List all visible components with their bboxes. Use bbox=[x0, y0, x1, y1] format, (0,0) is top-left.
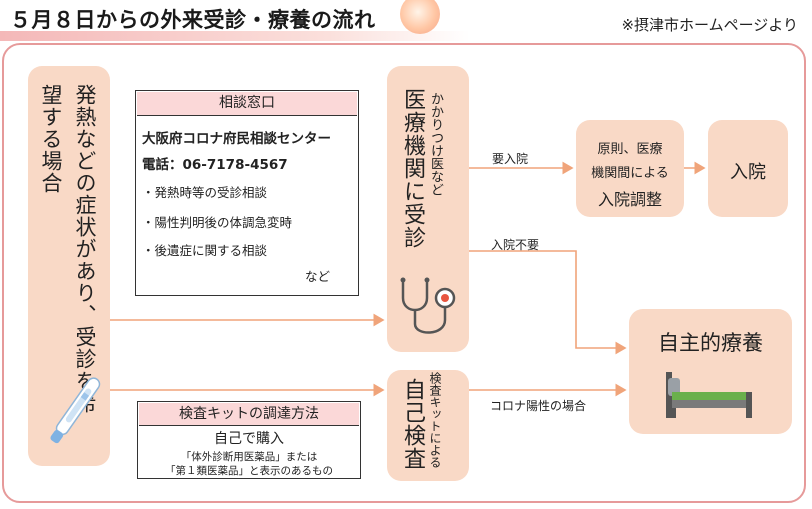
self-test-subtitle: 検査キットによる bbox=[428, 372, 442, 468]
home-care-text: 自主的療養 bbox=[658, 331, 763, 355]
consultation-header: 相談窓口 bbox=[137, 92, 357, 116]
flow-frame bbox=[2, 43, 806, 503]
title-underline bbox=[0, 31, 470, 41]
medical-visit-box bbox=[387, 66, 469, 352]
test-kit-condition: 「第１類医薬品」と表示のあるもの bbox=[165, 465, 333, 477]
medical-visit-title: 医療機関に受診 bbox=[400, 88, 425, 249]
bed-icon bbox=[666, 372, 752, 418]
admission-box bbox=[708, 120, 788, 217]
admission-adjustment-title: 入院調整 bbox=[597, 190, 662, 209]
page-title: ５月８日からの外来受診・療養の流れ bbox=[10, 8, 376, 32]
consultation-item: ・後遺症に関する相談 bbox=[142, 243, 268, 258]
consultation-etc: など bbox=[305, 269, 331, 284]
label-covid-positive: コロナ陽性の場合 bbox=[490, 399, 587, 413]
medical-visit-subtitle: かかりつけ医など bbox=[428, 92, 443, 196]
admission-text: 入院 bbox=[730, 162, 766, 183]
symptom-box bbox=[28, 66, 110, 466]
consultation-item: ・陽性判明後の体調急変時 bbox=[142, 215, 293, 230]
test-kit-condition: 「体外診断用医薬品」または bbox=[180, 451, 318, 463]
label-admission-needed: 要入院 bbox=[492, 152, 529, 166]
consultation-phone: 電話：06-7178-4567 bbox=[142, 157, 288, 173]
source-note: ※摂津市ホームページより bbox=[621, 16, 798, 34]
admission-adjustment-text: 原則、医療 bbox=[597, 142, 663, 157]
thermometer-icon bbox=[50, 377, 101, 444]
consultation-center-name: 大阪府コロナ府民相談センター bbox=[142, 131, 331, 147]
self-test-title: 自己検査 bbox=[400, 378, 425, 470]
home-care-box bbox=[629, 309, 792, 434]
stethoscope-icon bbox=[400, 277, 456, 334]
test-kit-header: 検査キットの調達方法 bbox=[139, 403, 359, 426]
self-test-box bbox=[387, 370, 469, 481]
label-admission-not-needed: 入院不要 bbox=[491, 238, 540, 252]
symptom-text: 発熱などの症状があり、受診を希望する場合 bbox=[39, 84, 97, 414]
consultation-box bbox=[135, 90, 359, 296]
test-kit-buy: 自己で購入 bbox=[214, 431, 284, 447]
admission-adjustment-text: 機関間による bbox=[591, 166, 669, 181]
title-decoration-circle bbox=[400, 0, 440, 34]
admission-adjustment-box bbox=[576, 120, 684, 217]
consultation-item: ・発熱時等の受診相談 bbox=[142, 185, 268, 200]
